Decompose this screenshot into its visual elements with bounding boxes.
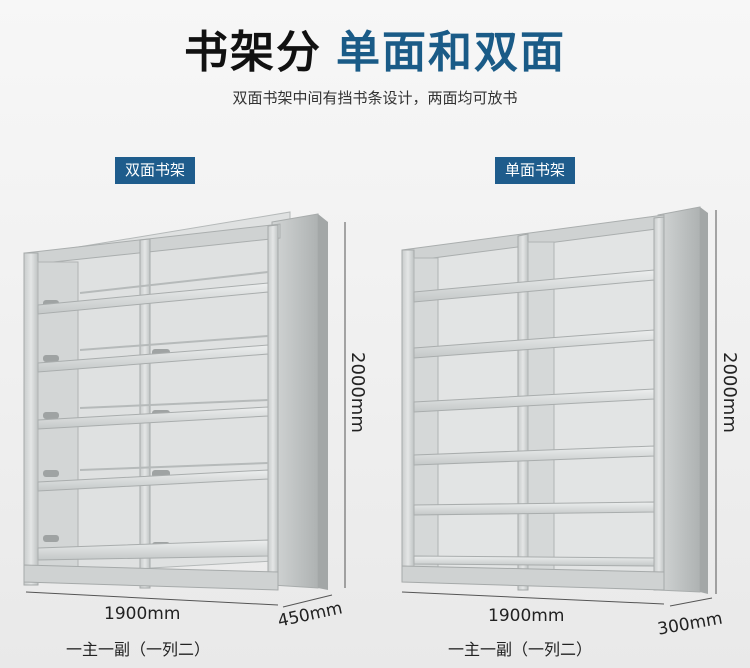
- single-caption: 一主一副（一列二）: [448, 640, 593, 659]
- shelf-right-side-panel: [271, 213, 319, 589]
- page-subtitle: 双面书架中间有挡书条设计，两面均可放书: [232, 89, 518, 107]
- shelf-base: [23, 564, 279, 591]
- left-post: [23, 252, 39, 586]
- shelf-right-side-edge: [318, 214, 328, 590]
- double-width-label: 1900mm: [104, 604, 181, 624]
- page-title: 书架分单面和双面: [0, 16, 750, 80]
- double-sided-bookshelf: [23, 211, 346, 608]
- single-shelf-boards: [413, 269, 655, 567]
- single-left-inner-panel: [413, 257, 439, 569]
- double-shelf-boards: [37, 282, 269, 561]
- single-dimension-lines: [401, 210, 717, 607]
- double-dimension-lines: [25, 222, 346, 608]
- shelf-board-4: [37, 469, 269, 492]
- shelf-board-3: [37, 406, 269, 430]
- single-width-label: 1900mm: [488, 606, 565, 626]
- single-shelf-board-5: [413, 501, 655, 516]
- shelf-board-2: [37, 344, 269, 373]
- single-shelf-board-1: [413, 269, 655, 303]
- single-sided-bookshelf: [401, 206, 717, 607]
- single-middle-post: [517, 233, 529, 591]
- single-shelf-board-6: [413, 555, 655, 567]
- single-right-post: [653, 216, 665, 591]
- single-shelf-board-4: [413, 445, 655, 466]
- single-left-post: [401, 249, 415, 583]
- single-shelf-board-2: [413, 329, 655, 359]
- right-post: [267, 224, 279, 589]
- single-height-label: 2000mm: [719, 352, 740, 433]
- single-right-side-edge: [700, 207, 708, 594]
- title-part-2: 单面和双面: [336, 27, 566, 78]
- double-caption: 一主一副（一列二）: [66, 640, 211, 659]
- shelf-board-1: [37, 282, 269, 315]
- single-shelf-base: [401, 565, 665, 591]
- double-sided-tag: 双面书架: [115, 157, 196, 184]
- single-sided-tag: 单面书架: [495, 157, 576, 184]
- shelf-board-5: [37, 539, 269, 561]
- divider-rods: [79, 271, 269, 471]
- title-part-1: 书架分: [184, 27, 322, 78]
- double-height-label: 2000mm: [347, 352, 368, 433]
- single-shelf-board-3: [413, 388, 655, 413]
